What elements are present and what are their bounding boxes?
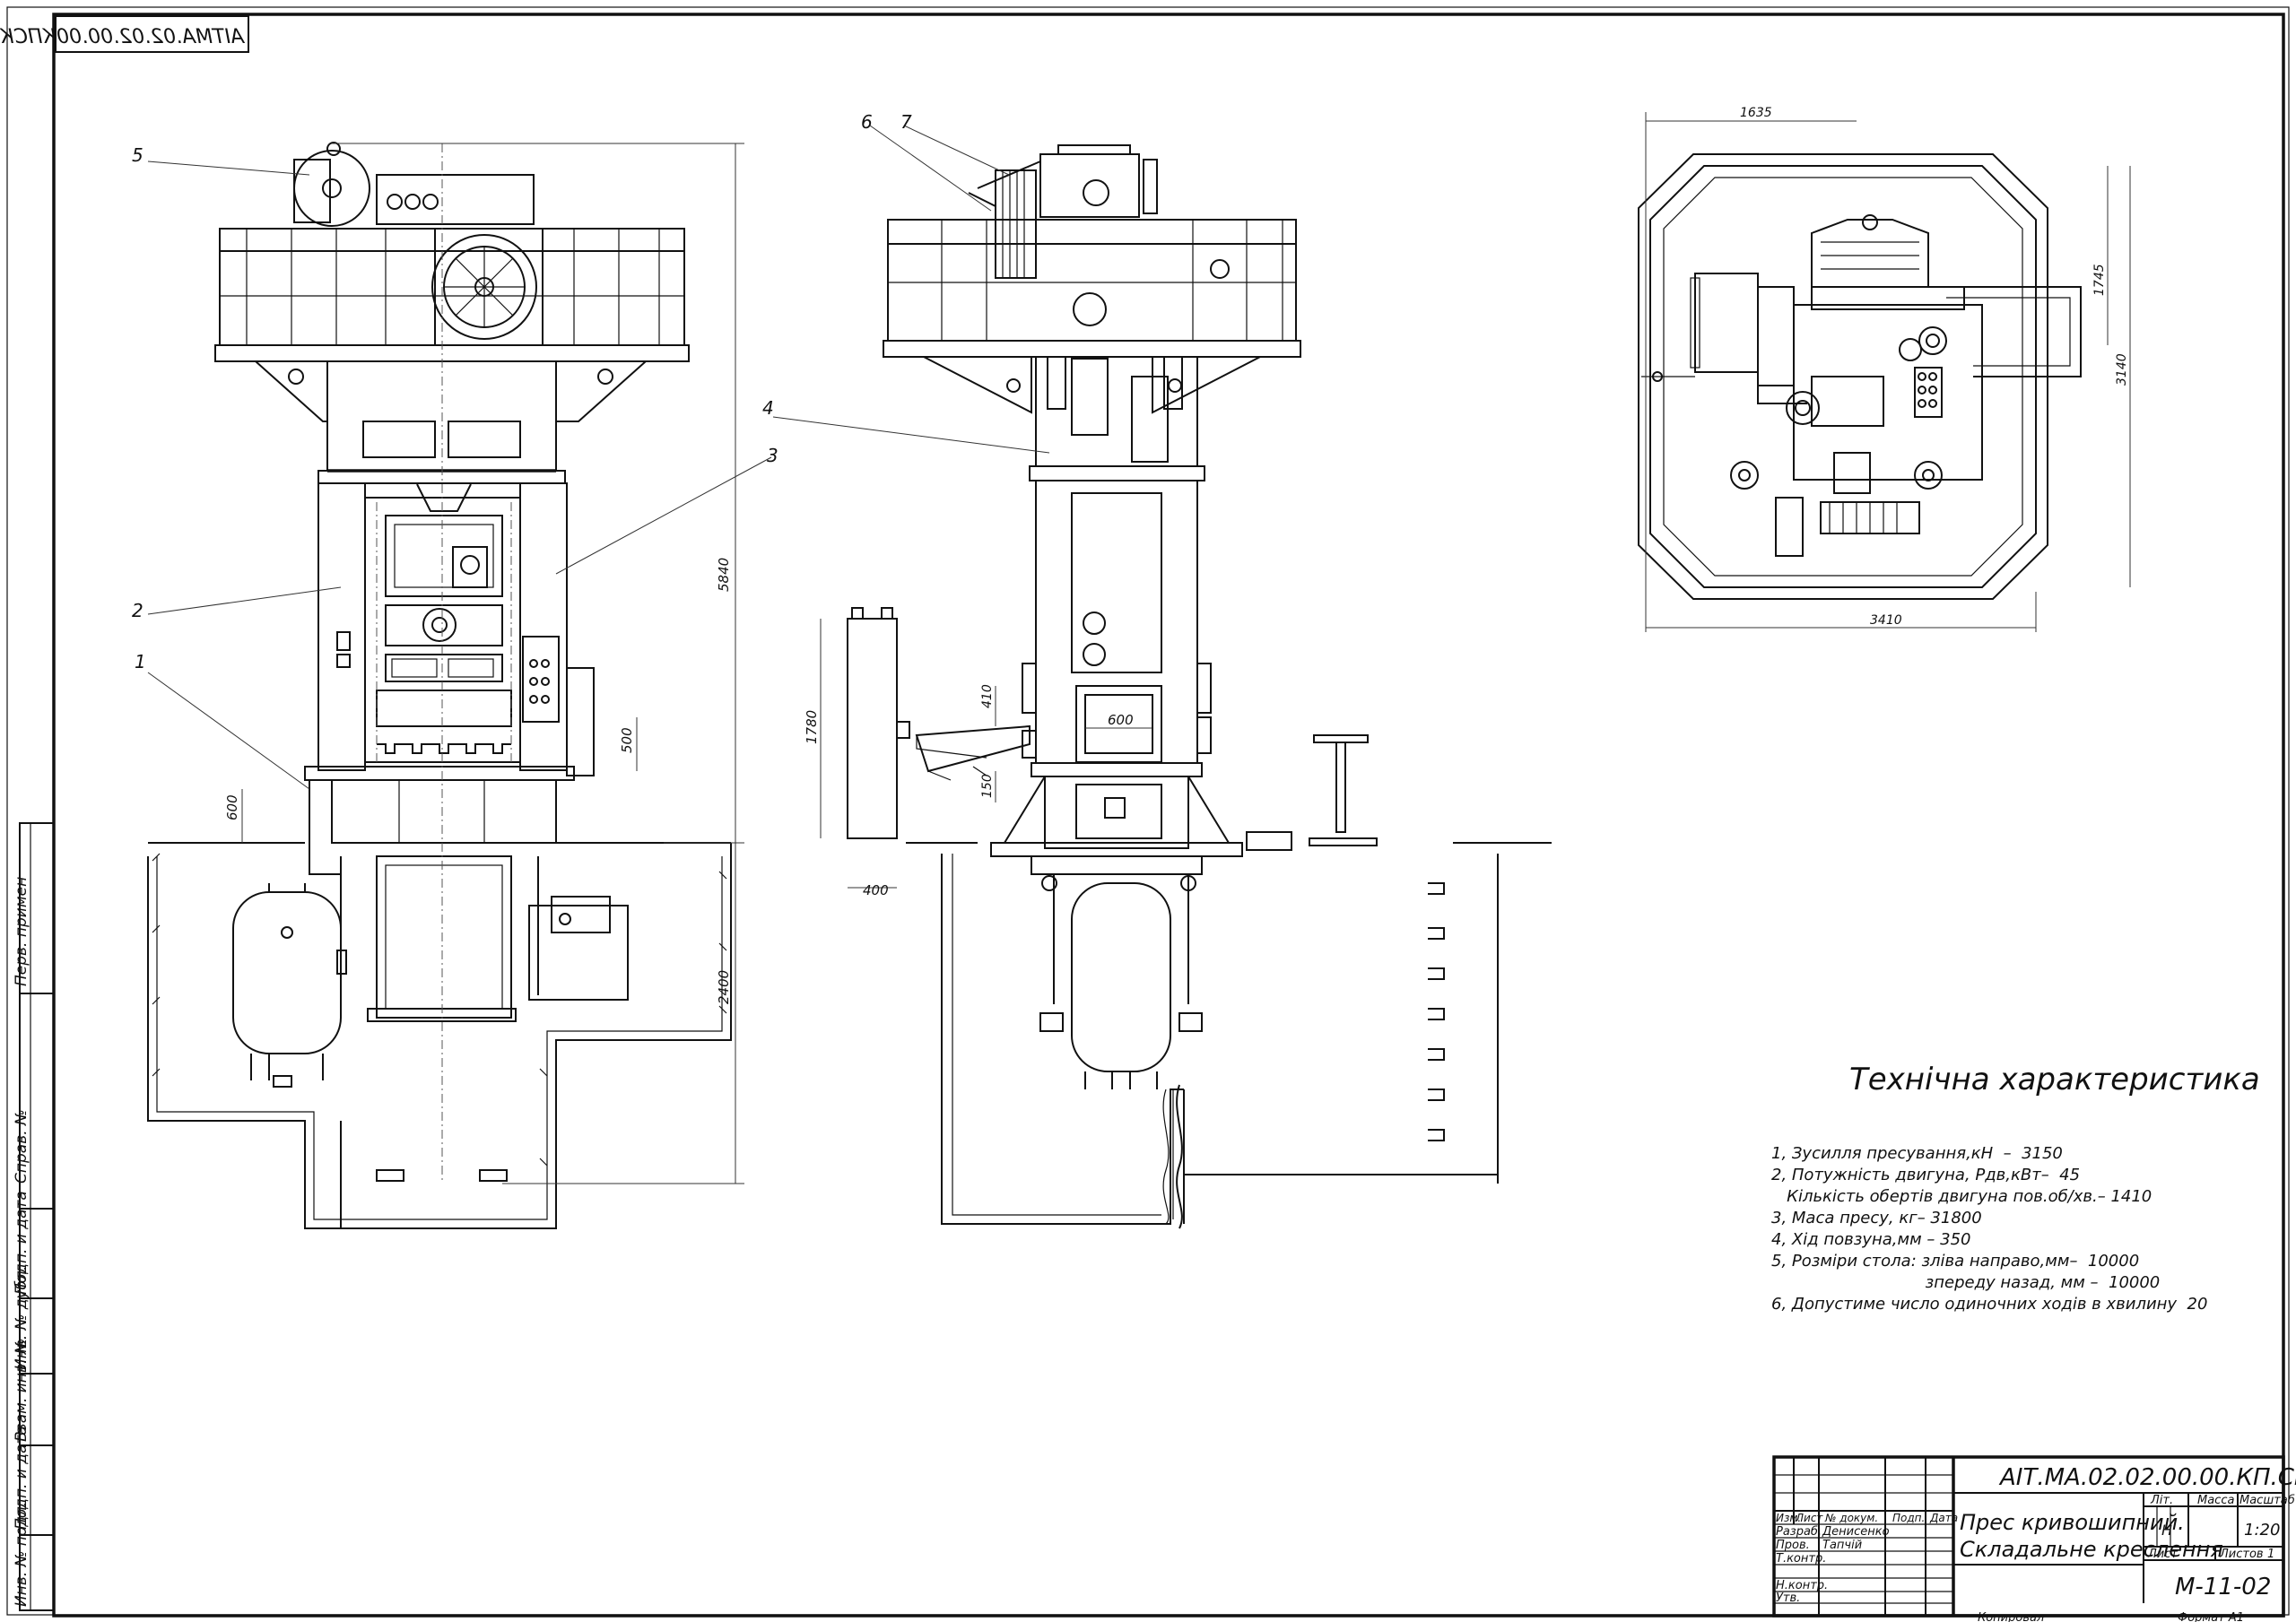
title-line-2: Складальне креслення: [1960, 1537, 2223, 1562]
dim-label: 3140: [2115, 353, 2129, 386]
role-label: Утв.: [1776, 1592, 1800, 1605]
dim-label: 5840: [716, 558, 732, 592]
leader-label: 6: [861, 111, 873, 133]
leader-label: 7: [900, 111, 912, 133]
strip-label: Перв. примен: [13, 877, 30, 986]
flywheel-icon: [431, 234, 537, 340]
strip-label: Подп. и дата: [13, 1426, 30, 1530]
tech-spec-heading: Технічна характеристика: [1849, 1062, 2260, 1097]
spec-line: 5, Розміри стола: зліва направо,мм– 1000…: [1771, 1252, 2139, 1271]
dim-label: 3410: [1870, 613, 1902, 628]
mass-label: Масса: [2197, 1494, 2234, 1507]
inner-frame: [52, 13, 2285, 1618]
role-label: Пров.: [1776, 1539, 1810, 1552]
dim-label: 1780: [804, 710, 820, 744]
spec-line: зпереду назад, мм – 10000: [1771, 1273, 2160, 1292]
title-block: Изм. Лист № докум. Подп. Дата Разраб. Де…: [1772, 1455, 2296, 1622]
sheets-label: Листов: [2219, 1548, 2264, 1561]
receiver-tank: [1071, 882, 1171, 1072]
front-view: 5840 2400 600 500 5 3 2 1: [132, 142, 778, 1229]
outer-border: [6, 6, 2290, 1616]
receiver-tank: [232, 891, 342, 1054]
spec-line: 1, Зусилля пресування,кН – 3150: [1771, 1144, 2063, 1163]
leader-label: 5: [132, 144, 144, 166]
lit-value: Н: [2161, 1522, 2172, 1539]
sheets-value: 1: [2267, 1548, 2274, 1561]
leader-label: 3: [767, 445, 778, 466]
side-view: 1780 400 600 410 150 6 7 4: [762, 111, 1552, 1229]
spec-line: 3, Маса пресу, кг– 31800: [1771, 1209, 1982, 1227]
dim-label: 150: [980, 774, 995, 798]
role-label: Т.контр.: [1776, 1552, 1826, 1566]
leader-label: 2: [132, 600, 144, 621]
dim-label: 600: [224, 794, 240, 820]
copied-label: Копировал: [1978, 1611, 2044, 1622]
doc-code: АІТ.МА.02.02.00.00.КП.СК: [1998, 1464, 2296, 1491]
spec-line: 2, Потужність двигуна, Рдв,кВт– 45: [1771, 1166, 2080, 1184]
col-header: Подп.: [1892, 1512, 1925, 1524]
strip-label: Инв. № дубл.: [13, 1266, 30, 1370]
control-cabinet: [847, 618, 898, 839]
spec-line: 4, Хід повзуна,мм – 350: [1771, 1230, 1971, 1249]
col-header: № докум.: [1824, 1512, 1878, 1524]
plan-view: 1635 3410 1745 3140: [1638, 106, 2131, 632]
mirror-stamp-text: АІТМА.02.02.00.00КПСК: [0, 26, 246, 48]
dim-label: 600: [1108, 712, 1134, 728]
spec-line: 6, Допустиме число одиночних ходів в хви…: [1771, 1295, 2207, 1314]
leader-label: 1: [135, 651, 146, 672]
format-label: Формат А1: [2178, 1611, 2244, 1622]
col-header: Изм.: [1776, 1512, 1801, 1524]
leader-label: 4: [762, 397, 774, 419]
scale-value: 1:20: [2244, 1521, 2280, 1540]
role-label: Разраб.: [1776, 1525, 1822, 1539]
dim-label: 1745: [2092, 264, 2107, 296]
col-header: Дата: [1929, 1512, 1958, 1524]
name-label: Тапчій: [1822, 1539, 1862, 1552]
name-label: Денисенко: [1822, 1525, 1890, 1539]
scale-label: Масштаб: [2239, 1494, 2295, 1507]
left-strip: Перв. примен Справ. № Подп. и дата Инв. …: [13, 822, 55, 1611]
dim-label: 500: [619, 727, 635, 753]
motor-icon: [293, 150, 370, 227]
sheet-label: Лист: [2147, 1548, 2178, 1561]
title-line-1: Прес кривошипний.: [1960, 1510, 2185, 1535]
tech-spec: Технічна характеристика 1, Зусилля пресу…: [1771, 1062, 2260, 1314]
strip-label: Справ. №: [13, 1109, 30, 1184]
lit-label: Літ.: [2150, 1494, 2173, 1507]
spec-line: Кількість обертів двигуна пов.об/хв.– 14…: [1771, 1187, 2152, 1206]
dim-label: 1635: [1740, 106, 1772, 120]
dim-label: 410: [980, 684, 995, 708]
strip-label: Взам. инв. №: [13, 1339, 30, 1442]
strip-label: Подп. и дата: [13, 1191, 30, 1295]
role-label: Н.контр.: [1776, 1579, 1828, 1592]
dim-label: 2400: [716, 970, 732, 1004]
dim-label: 400: [863, 882, 889, 898]
group-code: М-11-02: [2175, 1574, 2271, 1600]
mirror-stamp: АІТМА.02.02.00.00КПСК: [0, 15, 249, 53]
strip-label: Инв. № подл.: [13, 1502, 30, 1607]
col-header: Лист: [1795, 1512, 1823, 1524]
